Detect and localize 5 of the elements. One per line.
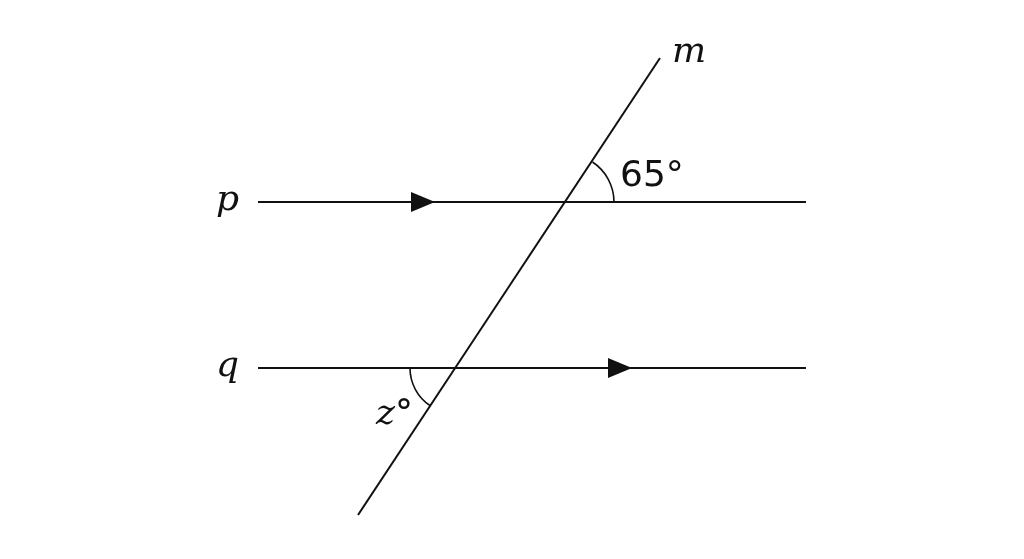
angle-label: z° <box>376 394 413 430</box>
angle-label: 65° <box>620 156 684 192</box>
line-label: p <box>216 180 240 216</box>
line-label: m <box>672 32 707 68</box>
line-label: q <box>216 346 240 382</box>
